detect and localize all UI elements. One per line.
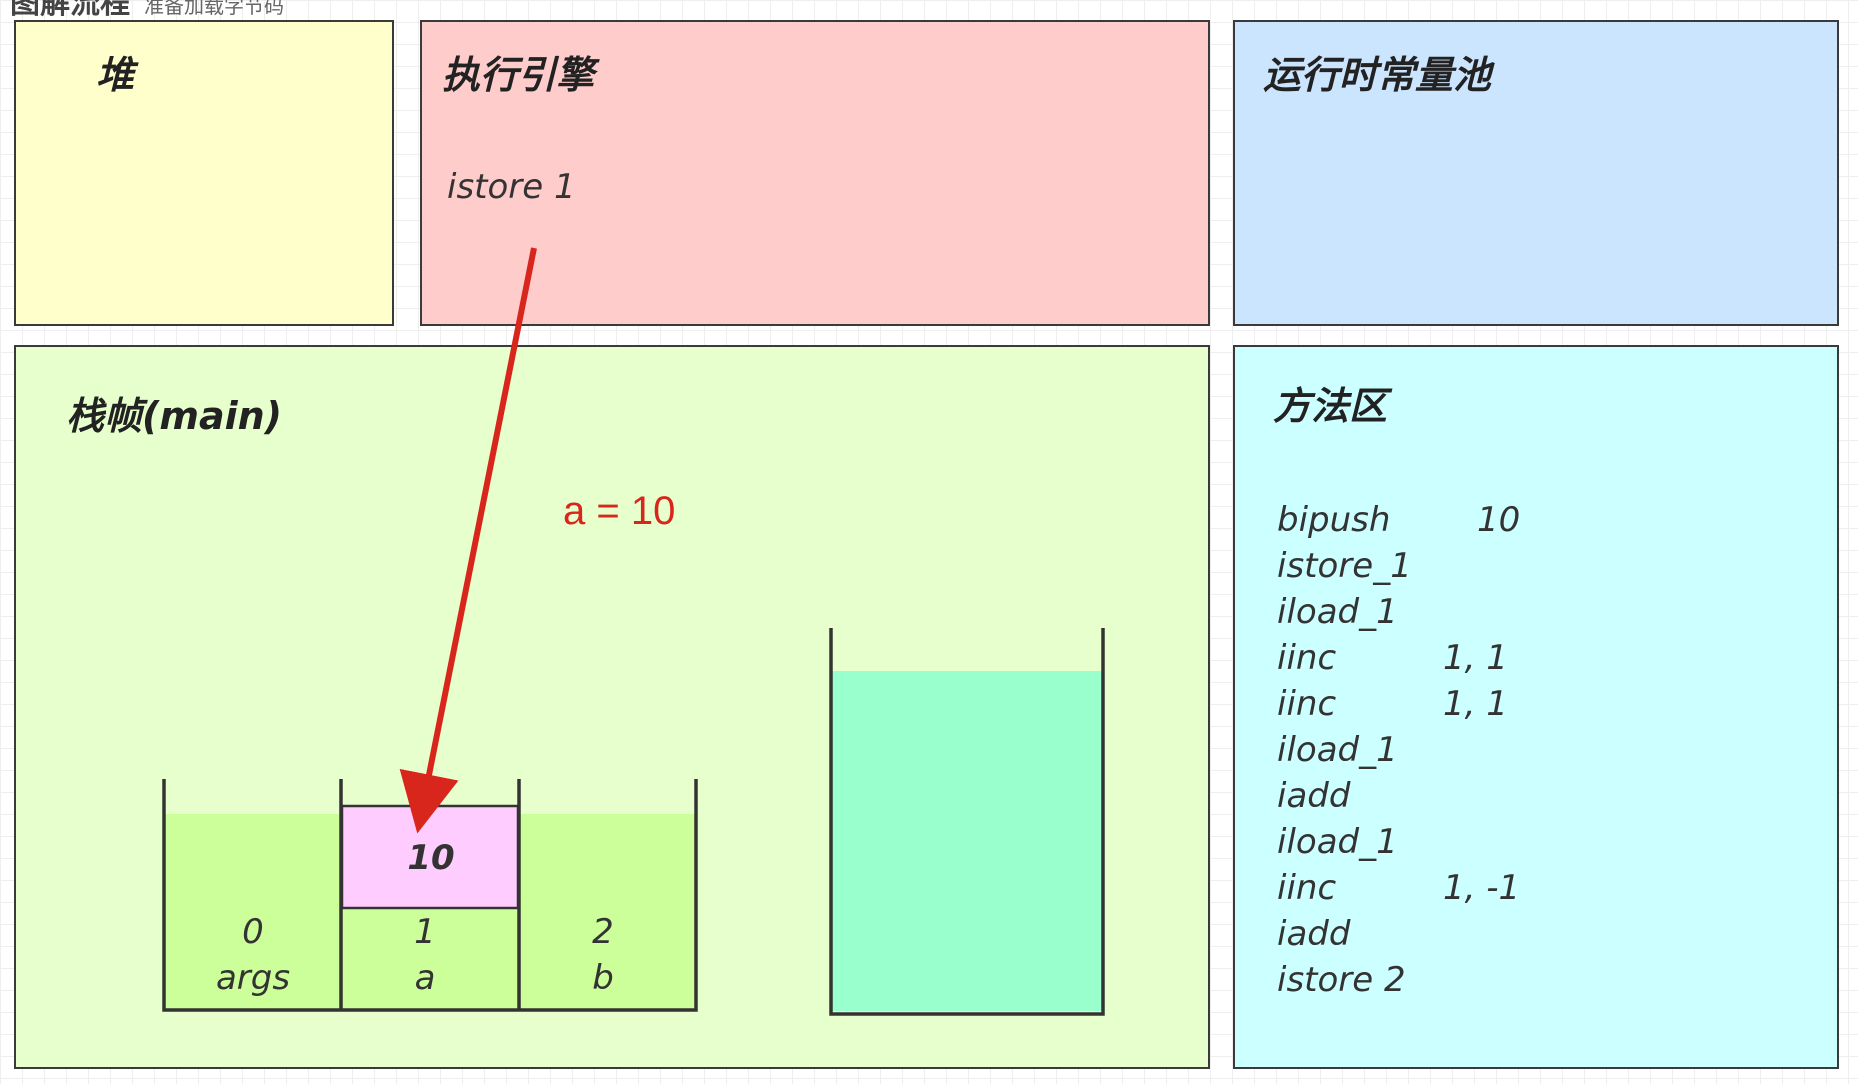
bytecode-op: iload_1 <box>1277 730 1398 770</box>
slot-2-fill <box>520 814 696 1010</box>
heap-box: 堆 <box>14 20 394 326</box>
slot-0-fill <box>165 814 341 1010</box>
operand-stack-fill <box>832 671 1102 1011</box>
bytecode-op: iadd <box>1277 914 1351 954</box>
bytecode-op: iinc <box>1277 684 1337 724</box>
header-title: 图解流程 <box>10 0 130 21</box>
bytecode-op: iinc <box>1277 638 1337 678</box>
bytecode-op: istore 2 <box>1277 960 1406 1000</box>
slot-1-name: a <box>414 958 436 998</box>
slot-1-fill <box>342 908 518 1010</box>
method-area-title: 方法区 <box>1273 384 1388 428</box>
bytecode-arg: 1, 1 <box>1443 684 1508 724</box>
bytecode-op: istore_1 <box>1277 546 1412 586</box>
slot-2-index: 2 <box>592 912 614 952</box>
stack-frame-title: 栈帧(main) <box>66 394 283 438</box>
header-subtitle: 准备加载字节码 <box>144 0 284 18</box>
runtime-constant-pool-title: 运行时常量池 <box>1263 53 1492 97</box>
assignment-annotation: a = 10 <box>563 489 676 533</box>
execution-engine-box: 执行引擎 istore 1 <box>420 20 1210 326</box>
slot-0-name: args <box>215 958 291 998</box>
header-partial: 图解流程准备加载字节码 <box>10 0 284 21</box>
bytecode-op: bipush <box>1277 500 1391 540</box>
runtime-constant-pool-box: 运行时常量池 <box>1233 20 1839 326</box>
heap-title: 堆 <box>96 53 135 97</box>
local-variable-table-outline <box>162 779 698 1012</box>
slot-1-value: 10 <box>407 838 455 878</box>
execution-engine-title: 执行引擎 <box>442 53 595 97</box>
bytecode-arg: 1, 1 <box>1443 638 1508 678</box>
store-arrow <box>399 247 537 834</box>
bytecode-op: iload_1 <box>1277 822 1398 862</box>
slot-2-name: b <box>592 958 614 998</box>
current-instruction: istore 1 <box>447 167 576 207</box>
slot-0-index: 0 <box>242 912 264 952</box>
bytecode-op: iinc <box>1277 868 1337 908</box>
bytecode-op: iadd <box>1277 776 1351 816</box>
bytecode-arg: 1, -1 <box>1443 868 1521 908</box>
slot-1-index: 1 <box>414 912 436 952</box>
operand-stack-outline <box>829 628 1105 1016</box>
bytecode-arg: 10 <box>1477 500 1521 540</box>
bytecode-op: iload_1 <box>1277 592 1398 632</box>
